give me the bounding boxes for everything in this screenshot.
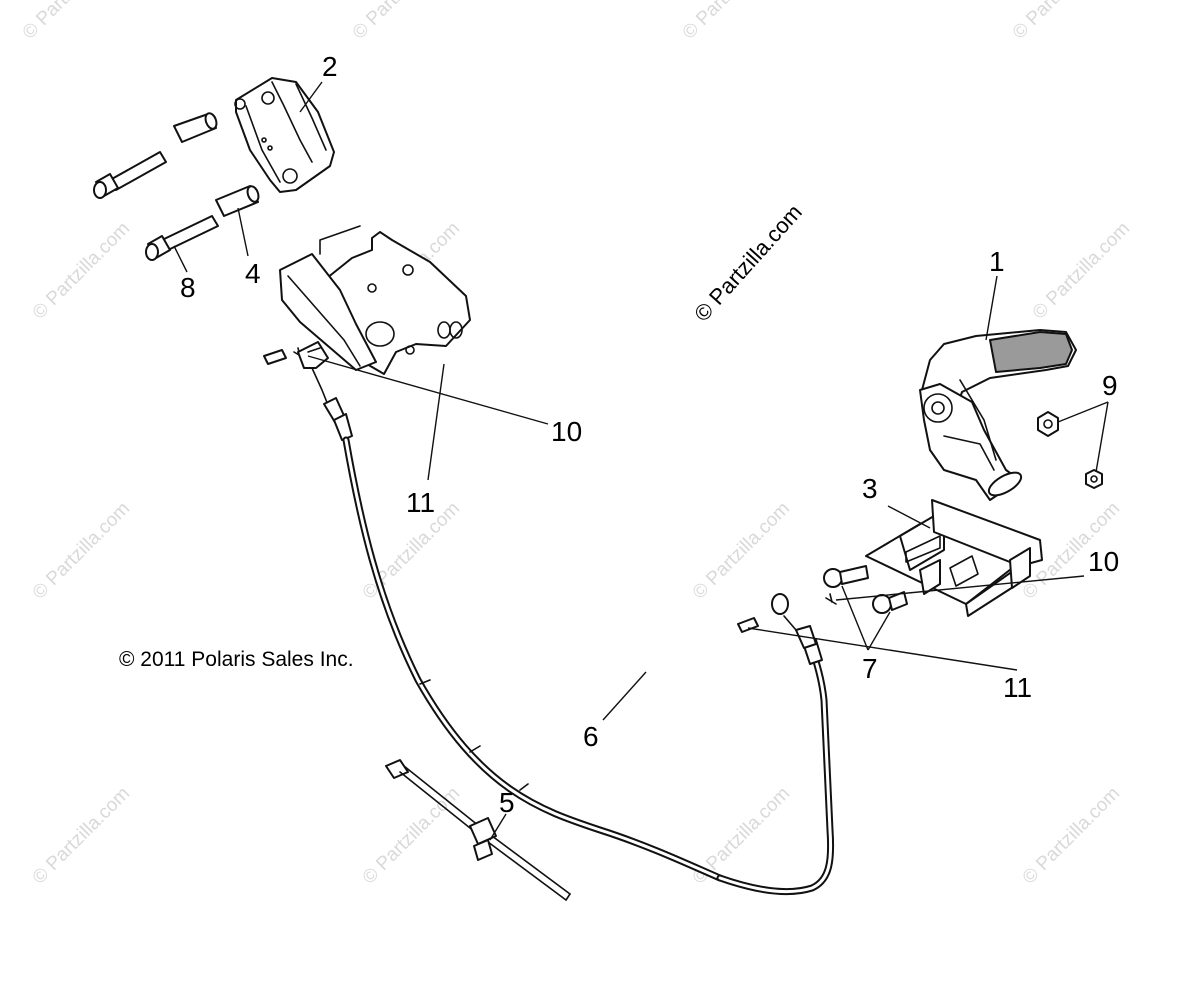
copyright-notice: © 2011 Polaris Sales Inc.: [119, 648, 354, 671]
watermark: © Partzilla.com: [689, 498, 794, 603]
watermark: © Partzilla.com: [29, 218, 134, 323]
watermark: © Partzilla.com: [1029, 218, 1134, 323]
callout-4: 4: [245, 258, 261, 289]
cable-tie-part-5: [385, 759, 571, 901]
callout-11-lower: 11: [1003, 672, 1032, 703]
callout-11-upper: 11: [406, 487, 435, 518]
callout-10-upper: 10: [551, 416, 582, 447]
watermark: © Partzilla.com: [349, 0, 454, 44]
callout-5: 5: [499, 787, 515, 818]
callout-10-lower: 10: [1088, 546, 1119, 577]
callout-9: 9: [1102, 370, 1118, 401]
pivot-bracket-part-2: [234, 77, 335, 193]
callout-1: 1: [989, 246, 1005, 277]
watermark: © Partzilla.com: [1019, 783, 1124, 888]
watermark: © Partzilla.com: [29, 498, 134, 603]
callout-3: 3: [862, 473, 878, 504]
callout-7: 7: [862, 653, 878, 684]
clevis-pin-part-11-upper: [263, 349, 287, 365]
bolt-part-8: [93, 151, 219, 261]
bracket-plate-part-3: [865, 499, 1043, 617]
main-watermark: © Partzilla.com: [689, 199, 807, 326]
bolt-part-7: [823, 565, 908, 614]
mounting-bracket: [279, 225, 471, 375]
brake-cable-part-6: [297, 341, 835, 896]
watermark: © Partzilla.com: [1009, 0, 1114, 44]
callout-6: 6: [583, 721, 599, 752]
clip-part-10-lower: [825, 593, 837, 605]
callout-8: 8: [180, 272, 196, 303]
callout-layer: 1 2 3 4 5 6 7 8 9 10 10 11 11: [180, 51, 1119, 818]
callout-2: 2: [322, 51, 338, 82]
watermark: © Partzilla.com: [19, 0, 124, 44]
clevis-pin-part-11-lower: [737, 617, 759, 633]
watermark: © Partzilla.com: [29, 783, 134, 888]
spacer-part-4: [173, 112, 260, 217]
leader-lines: [173, 81, 1109, 841]
nut-part-9: [1037, 411, 1103, 489]
watermark: © Partzilla.com: [679, 0, 784, 44]
watermark: © Partzilla.com: [359, 783, 464, 888]
hand-brake-lever-part-1: [919, 329, 1077, 501]
